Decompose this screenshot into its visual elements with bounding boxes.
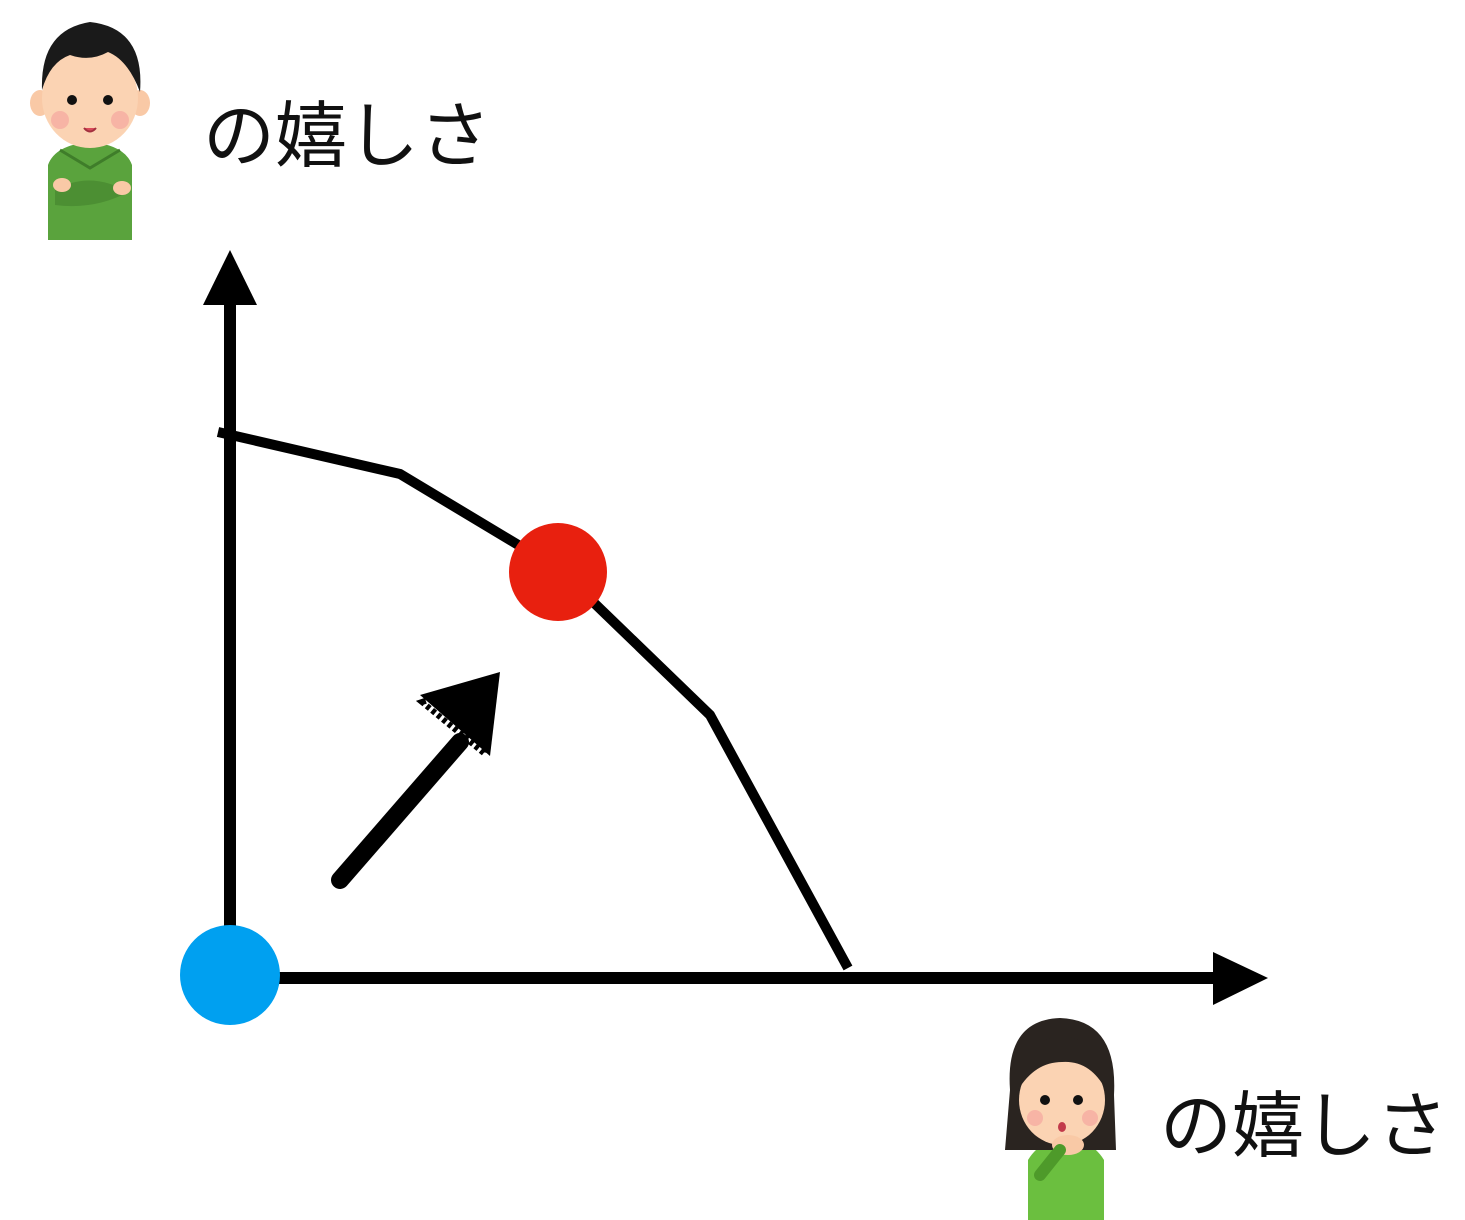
- y-axis-arrowhead-icon: [203, 250, 257, 305]
- x-axis-arrowhead-icon: [1213, 952, 1268, 1005]
- x-axis-label: の嬉しさ: [1160, 1084, 1449, 1168]
- man-arms-crossed-icon: [30, 22, 150, 240]
- y-axis: [203, 250, 257, 975]
- origin-point: [180, 925, 280, 1025]
- optimal-point: [509, 523, 607, 621]
- improvement-arrow-icon: [331, 672, 500, 889]
- x-axis: [230, 952, 1268, 1005]
- woman-thinking-icon: [1005, 1018, 1116, 1220]
- frontier-curve: [216, 427, 853, 971]
- y-axis-label: の嬉しさ: [203, 94, 492, 178]
